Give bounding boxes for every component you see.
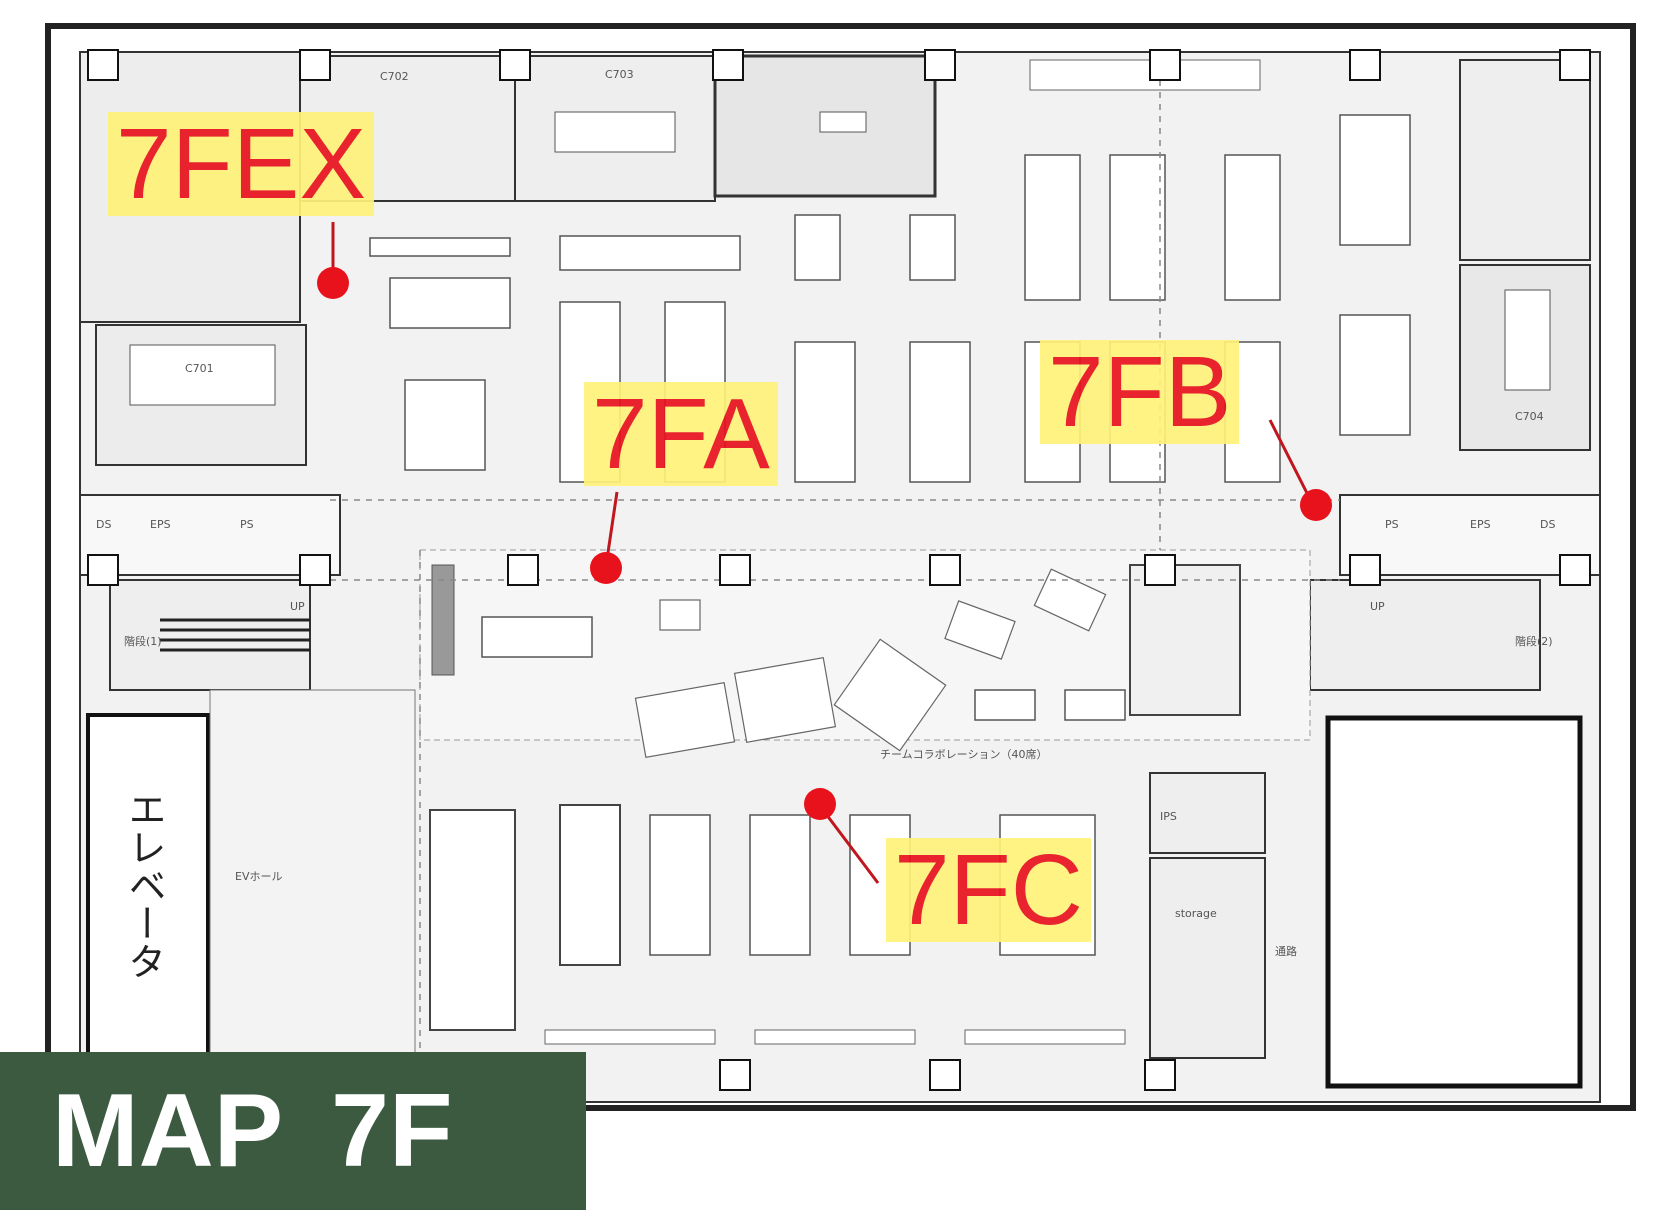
zone-label-7fb: 7FB	[1040, 340, 1240, 444]
map-title-badge: MAP 7F	[0, 1052, 586, 1210]
room-c703-label: C703	[605, 68, 634, 81]
room-c701-label: C701	[185, 362, 214, 375]
room-c704-label: C704	[1515, 410, 1544, 423]
ps-left-label: PS	[240, 518, 254, 531]
marker-7fa[interactable]	[590, 552, 622, 584]
stairs-right-label: 階段(2)	[1515, 634, 1553, 648]
zone-label-7fa: 7FA	[584, 382, 778, 486]
zone-label-7fc: 7FC	[886, 838, 1091, 942]
map-title-text: MAP	[52, 1072, 284, 1189]
marker-7fex[interactable]	[317, 267, 349, 299]
zone-label-7fex: 7FEX	[108, 112, 375, 216]
stairs-left-label: 階段(1)	[124, 634, 162, 648]
up-right-label: UP	[1370, 600, 1385, 613]
eps-right-label: EPS	[1470, 518, 1491, 531]
ps-right-label: PS	[1385, 518, 1399, 531]
eps-left-label: EPS	[150, 518, 171, 531]
elevator-label: エレベータ	[122, 790, 166, 980]
marker-7fb[interactable]	[1300, 489, 1332, 521]
room-c702-label: C702	[380, 70, 409, 83]
floor-title-text: 7F	[331, 1072, 453, 1189]
ds-left-label: DS	[96, 518, 111, 531]
marker-7fc[interactable]	[804, 788, 836, 820]
team-collab-label: チームコラボレーション（40席）	[880, 747, 1047, 761]
ev-hall-label: EVホール	[235, 870, 282, 883]
storage-label: storage	[1175, 907, 1217, 920]
up-left-label: UP	[290, 600, 305, 613]
ds-right-label: DS	[1540, 518, 1555, 531]
passage-label: 通路	[1275, 945, 1297, 958]
ips-label: IPS	[1160, 810, 1177, 823]
